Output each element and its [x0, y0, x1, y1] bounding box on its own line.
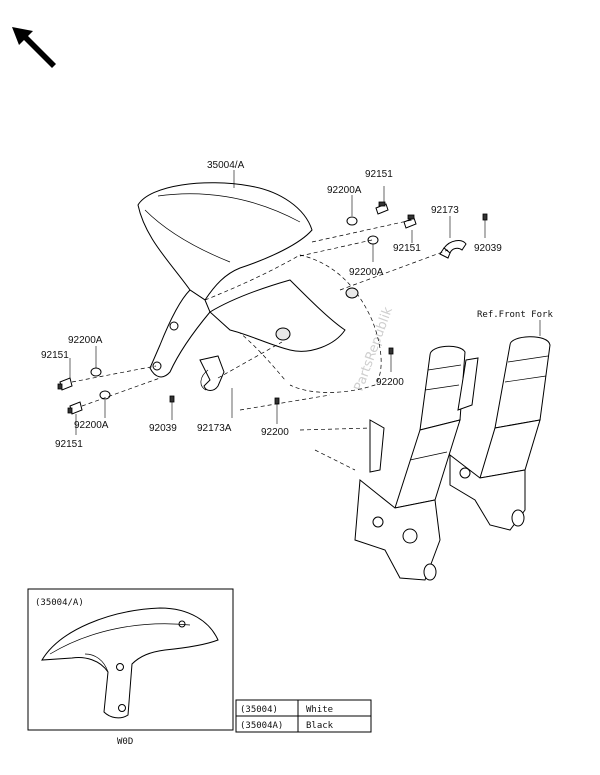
inset-title: (35004/A): [35, 598, 84, 608]
label-washer-mid: 92200A: [349, 267, 384, 278]
label-bolt-left-lower: 92151: [55, 439, 83, 450]
label-bolt-top: 92151: [365, 169, 393, 180]
clamp-right[interactable]: [439, 216, 467, 259]
label-clip-center: 92200: [261, 427, 289, 438]
color-code-1: (35004A): [240, 721, 283, 731]
label-screw-left: 92039: [149, 423, 177, 434]
washer-top[interactable]: [346, 195, 358, 226]
screw-left[interactable]: [169, 395, 175, 420]
color-code-0: (35004): [240, 705, 278, 715]
orientation-arrow-icon: [12, 27, 56, 68]
label-bolt-left-upper: 92151: [41, 350, 69, 361]
inset-caption: W0D: [117, 737, 133, 747]
variant-inset: (35004/A) W0D: [27, 588, 234, 747]
screw-right[interactable]: [482, 213, 488, 238]
clamp-left[interactable]: [199, 355, 225, 391]
color-name-1: Black: [306, 721, 334, 731]
bolt-left-upper[interactable]: [57, 377, 73, 391]
label-bolt-right: 92151: [393, 243, 421, 254]
label-washer-top: 92200A: [327, 185, 362, 196]
label-clip-right: 92200: [376, 377, 404, 388]
label-washer-left-upper: 92200A: [68, 335, 103, 346]
label-washer-left-lower: 92200A: [74, 420, 109, 431]
label-clamp-right: 92173: [431, 205, 459, 216]
label-fender: 35004/A: [207, 160, 245, 171]
color-name-0: White: [306, 705, 333, 715]
bolt-top[interactable]: [375, 186, 389, 215]
color-table: (35004) White (35004A) Black: [235, 699, 372, 733]
clip-right[interactable]: [388, 347, 394, 372]
bolt-right[interactable]: [403, 214, 417, 243]
washer-left-upper[interactable]: [90, 367, 102, 377]
washer-mid[interactable]: [367, 235, 379, 262]
clip-center[interactable]: [274, 397, 280, 424]
washer-left-lower[interactable]: [99, 390, 111, 400]
label-fork-ref: Ref.Front Fork: [477, 310, 553, 320]
front-fender[interactable]: [137, 182, 382, 393]
table-row: (35004) White: [240, 705, 333, 715]
label-screw-right: 92039: [474, 243, 502, 254]
bolt-left-lower[interactable]: [67, 401, 83, 415]
label-clamp-left: 92173A: [197, 423, 232, 434]
table-row: (35004A) Black: [240, 721, 334, 731]
front-fork[interactable]: [354, 336, 551, 581]
